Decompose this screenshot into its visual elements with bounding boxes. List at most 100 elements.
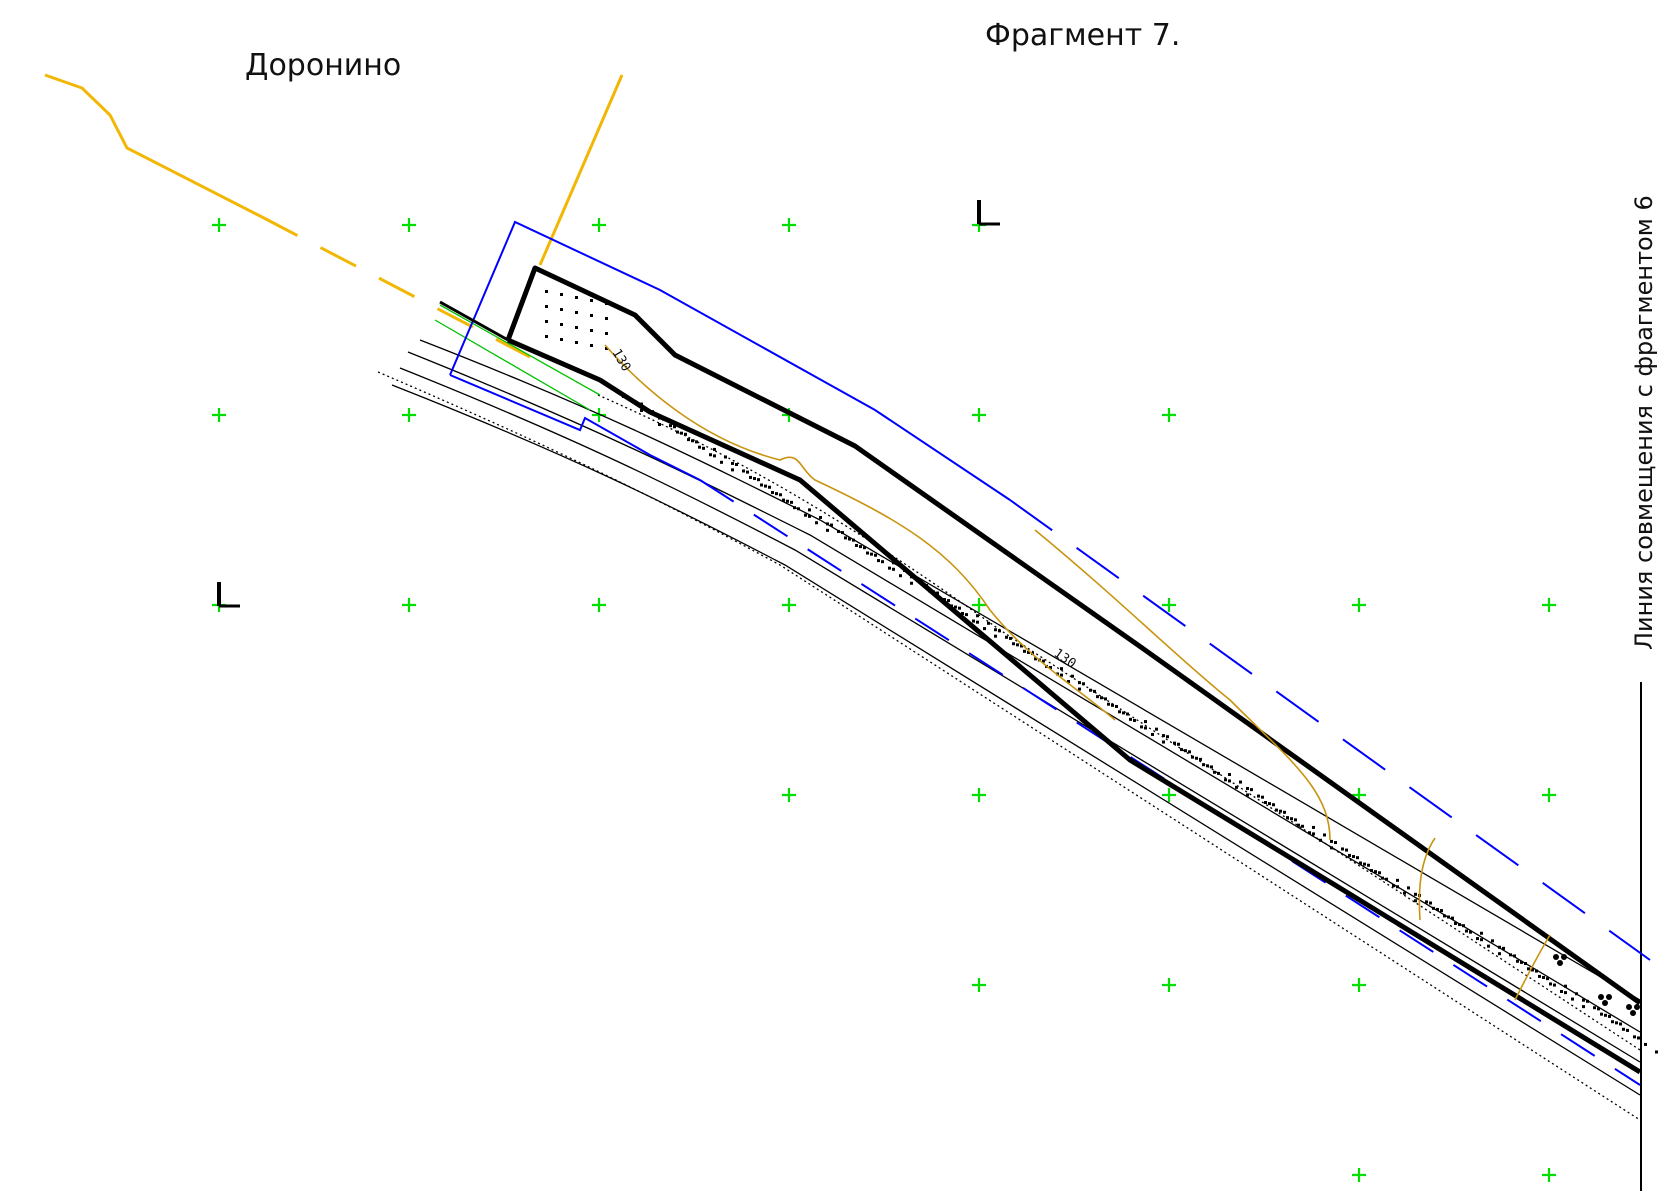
hatch-dot xyxy=(1330,839,1333,843)
hatch-dot xyxy=(914,576,917,580)
hatch-dot xyxy=(1100,696,1103,700)
hatch-dot xyxy=(1396,878,1399,882)
hatch-dot xyxy=(1498,945,1501,949)
hatch-dot xyxy=(753,477,756,481)
hatch-dot xyxy=(925,584,928,587)
hatch-dot xyxy=(1096,695,1099,699)
hatch-dot xyxy=(1213,770,1216,774)
hatch-dot xyxy=(575,296,578,299)
grid-cross-icon xyxy=(1162,788,1176,802)
hatch-dot xyxy=(1330,846,1333,850)
hatch-dot xyxy=(1060,673,1063,677)
hatch-dot xyxy=(590,314,593,317)
hatch-dot xyxy=(928,589,931,593)
hatch-dot xyxy=(590,299,593,302)
hatch-dot xyxy=(735,463,738,467)
hatch-dot xyxy=(892,561,895,565)
hatch-dot xyxy=(1600,1012,1603,1016)
hatch-dot xyxy=(870,552,873,556)
hatch-dot xyxy=(1359,861,1362,865)
hatch-dot xyxy=(1093,689,1096,693)
hatch-dot xyxy=(1608,1014,1611,1018)
hatch-dot xyxy=(1049,666,1052,670)
hatch-dot xyxy=(1378,871,1381,875)
grid-cross-icon xyxy=(212,218,226,232)
hatch-dot xyxy=(1118,710,1121,714)
hatch-dot xyxy=(976,620,979,624)
grid-cross-icon xyxy=(1542,1168,1556,1182)
hatch-dot xyxy=(826,522,829,526)
hatch-dot xyxy=(808,508,811,512)
tree-icon xyxy=(1553,954,1567,966)
hatch-dot xyxy=(695,440,698,444)
hatch-dot xyxy=(1476,937,1479,941)
hatch-dot xyxy=(797,507,800,511)
hatch-dot xyxy=(1571,997,1574,1001)
hatch-dot xyxy=(954,605,957,609)
hatch-dot xyxy=(866,551,869,555)
hatch-dot xyxy=(1454,921,1457,925)
grid-cross-icon xyxy=(1162,598,1176,612)
hatch-dot xyxy=(1425,900,1428,904)
hatch-dot xyxy=(605,302,608,305)
hatch-dot xyxy=(1352,855,1355,859)
hatch-dot xyxy=(932,590,935,594)
hatch-dot xyxy=(1487,944,1490,948)
hatch-dot xyxy=(1348,853,1351,857)
hatch-dot xyxy=(881,560,884,564)
hatch-dot xyxy=(1246,793,1249,797)
hatch-dot xyxy=(1239,780,1242,784)
hatch-dot xyxy=(1162,734,1165,738)
hatch-dot xyxy=(1308,831,1311,835)
hatch-dot xyxy=(1524,962,1527,965)
hatch-dot xyxy=(1575,992,1578,996)
hatch-dot xyxy=(775,492,778,496)
hatch-dot xyxy=(859,545,862,549)
place-name: Доронино xyxy=(245,48,401,83)
grid-cross-icon xyxy=(1542,788,1556,802)
hatch-dot xyxy=(1191,755,1194,759)
hatch-dot xyxy=(1228,773,1231,776)
tree-icon xyxy=(1598,994,1612,1006)
hatch-dot xyxy=(545,290,548,293)
hatch-dot xyxy=(698,445,701,449)
grid-cross-icon xyxy=(972,978,986,992)
hatch-dot xyxy=(1458,923,1461,927)
hatch-dot xyxy=(899,574,902,578)
hatch-dot xyxy=(1560,990,1563,993)
hatch-dot xyxy=(1107,702,1110,706)
hatch-dot xyxy=(1633,1035,1636,1039)
hatch-dot xyxy=(1323,833,1326,837)
contour-line xyxy=(1418,837,1436,921)
hatch-dot xyxy=(1392,884,1395,888)
hatch-dot xyxy=(852,538,855,542)
hatch-dot xyxy=(1261,795,1264,799)
hatch-dot xyxy=(983,627,986,631)
hatch-dot xyxy=(1491,939,1494,943)
hatch-dot xyxy=(779,493,782,497)
hatch-dot xyxy=(819,515,822,519)
hatch-dot xyxy=(1217,771,1220,775)
hatch-dot xyxy=(1520,960,1523,964)
contour-line xyxy=(604,344,1116,721)
hatch-dot xyxy=(771,491,774,495)
hatch-dot xyxy=(830,523,833,527)
tree-icon xyxy=(1626,1004,1640,1016)
grid-cross-icon xyxy=(972,598,986,612)
hatch-dot xyxy=(1162,740,1165,744)
hatch-dot xyxy=(1615,1021,1618,1025)
hatch-dot xyxy=(1374,870,1377,874)
hatch-dot xyxy=(1429,901,1432,905)
hatch-dot xyxy=(1009,636,1012,640)
hatch-dot xyxy=(950,604,953,608)
hatch-dot xyxy=(709,453,712,457)
hatch-dot xyxy=(1034,657,1037,661)
road xyxy=(44,73,624,359)
hatch-dot xyxy=(560,308,563,311)
hatch-dot xyxy=(1199,757,1202,761)
hatch-dot xyxy=(640,402,643,406)
hatch-dot xyxy=(972,619,975,623)
hatch-dot xyxy=(768,485,771,489)
hatch-dot xyxy=(1509,953,1512,957)
hatch-dot xyxy=(702,446,705,450)
